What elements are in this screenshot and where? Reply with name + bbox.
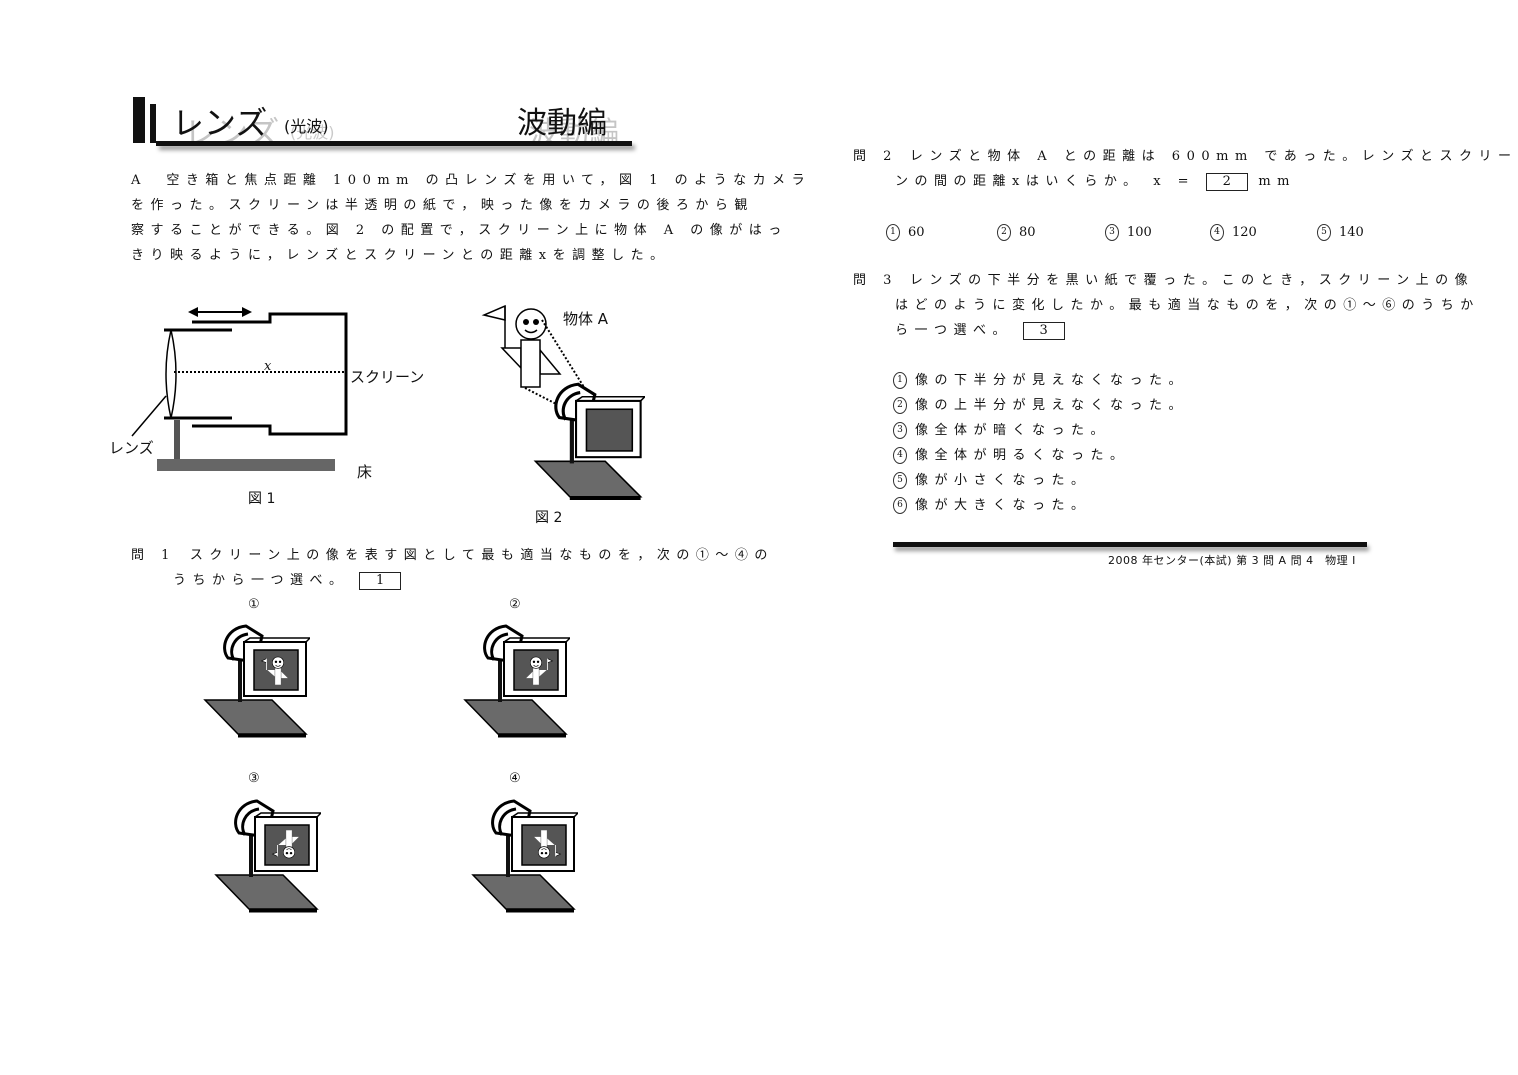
fig1-label-screen: スクリーン — [350, 368, 425, 386]
q3-choice[interactable]: 1 像の下半分が見えなくなった。 — [893, 368, 1188, 393]
figure-1-caption: 図 1 — [248, 491, 276, 507]
choice-text: 像全体が明るくなった。 — [915, 448, 1130, 463]
q1-number: 問 1 — [131, 548, 176, 563]
section-title: 波動編 — [517, 106, 607, 141]
title-rule — [156, 141, 632, 146]
choice-text: 像全体が暗くなった。 — [915, 423, 1111, 438]
q1-option-label: ④ — [509, 771, 521, 786]
choice-text: 像の下半分が見えなくなった。 — [915, 373, 1189, 388]
figure-2-caption: 図 2 — [535, 510, 563, 526]
q1-option-1-image[interactable] — [200, 620, 310, 740]
question-3: 問 3 レンズの下半分を黒い紙で覆った。このとき，スクリーン上の像 はどのように変… — [853, 268, 1480, 343]
fig2-label-object: 物体 A — [563, 310, 609, 328]
q1-option-2-image[interactable] — [460, 620, 570, 740]
choice-mark: 2 — [893, 397, 907, 414]
q3-answer-box[interactable]: 3 — [1022, 321, 1065, 340]
q3-choice[interactable]: 4 像全体が明るくなった。 — [893, 443, 1188, 468]
choice-mark: 5 — [893, 472, 907, 489]
q3-number: 問 3 — [853, 273, 898, 288]
fig1-label-x: x — [264, 359, 272, 374]
q2-choice[interactable]: 3 100 — [1105, 224, 1152, 241]
choice-text: 像が大きくなった。 — [915, 498, 1091, 513]
choice-text: 像が小さくなった。 — [915, 473, 1091, 488]
q2-choice[interactable]: 5 140 — [1317, 224, 1364, 241]
choice-mark: 2 — [997, 224, 1011, 241]
q1-text: スクリーン上の像を表す図として最も適当なものを，次の①〜④の — [189, 548, 774, 563]
question-1: 問 1 スクリーン上の像を表す図として最も適当なものを，次の①〜④の うちから一つ… — [131, 543, 774, 593]
choice-value: 100 — [1127, 225, 1152, 240]
q1-option-label: ② — [509, 597, 521, 612]
q1-answer-box[interactable]: 1 — [359, 571, 402, 590]
q3-choice-list: 1 像の下半分が見えなくなった。 2 像の上半分が見えなくなった。 3 像全体が暗くな… — [893, 368, 1188, 518]
choice-mark: 5 — [1317, 224, 1331, 241]
q3-choice[interactable]: 2 像の上半分が見えなくなった。 — [893, 393, 1188, 418]
q2-text: ンの間の距離xはいくらか。 x = — [895, 174, 1196, 189]
page-title: レンズ — [172, 104, 268, 142]
choice-mark: 4 — [1210, 224, 1224, 241]
fig1-label-floor: 床 — [357, 463, 373, 481]
q2-text: レンズと物体 A との距離は 600mm であった。レンズとスクリー — [909, 149, 1518, 164]
q2-choice[interactable]: 2 80 — [997, 224, 1036, 241]
choice-value: 60 — [908, 225, 925, 240]
choice-mark: 1 — [886, 224, 900, 241]
choice-value: 80 — [1019, 225, 1036, 240]
choice-mark: 3 — [1105, 224, 1119, 241]
q2-choice[interactable]: 1 60 — [886, 224, 925, 241]
choice-text: 像の上半分が見えなくなった。 — [915, 398, 1189, 413]
q1-option-label: ① — [248, 597, 260, 612]
footer-rule — [893, 542, 1367, 547]
q3-choice[interactable]: 3 像全体が暗くなった。 — [893, 418, 1188, 443]
choice-mark: 3 — [893, 422, 907, 439]
q3-text: ら一つ選べ。 — [895, 323, 1013, 338]
q2-answer-box[interactable]: 2 — [1205, 172, 1248, 191]
q1-option-3-image[interactable] — [211, 795, 321, 915]
choice-mark: 4 — [893, 447, 907, 464]
intro-line: きり映るように，レンズとスクリーンとの距離xを調整した。 — [131, 248, 670, 263]
q1-option-4-image[interactable] — [468, 795, 578, 915]
q3-text: レンズの下半分を黒い紙で覆った。このとき，スクリーン上の像 — [909, 273, 1475, 288]
choice-mark: 1 — [893, 372, 907, 389]
figure-1-camera-diagram — [131, 307, 348, 471]
choice-value: 140 — [1339, 225, 1364, 240]
title-bar-decoration — [133, 97, 145, 143]
figure-2-object-and-camera — [481, 304, 645, 500]
q2-choice[interactable]: 4 120 — [1210, 224, 1257, 241]
intro-paragraph: A 空き箱と焦点距離 100mm の凸レンズを用いて，図 1 のようなカメラ を… — [131, 168, 811, 268]
intro-line: を作った。スクリーンは半透明の紙で，映った像をカメラの後ろから観 — [131, 198, 754, 213]
q3-choice[interactable]: 5 像が小さくなった。 — [893, 468, 1188, 493]
q1-option-label: ③ — [248, 771, 260, 786]
q3-text: はどのように変化したか。最も適当なものを，次の①〜⑥のうちか — [895, 298, 1480, 313]
footer-source: 2008 年センター(本試) 第 3 問 A 問 4 物理 I — [1108, 554, 1356, 567]
q3-choice[interactable]: 6 像が大きくなった。 — [893, 493, 1188, 518]
q2-number: 問 2 — [853, 149, 898, 164]
choice-mark: 6 — [893, 497, 907, 514]
fig1-label-lens: レンズ — [109, 439, 154, 457]
page-subtitle: (光波) — [284, 117, 329, 136]
intro-line: 察することができる。図 2 の配置で，スクリーン上に物体 A の像がはっ — [131, 223, 788, 238]
title-bar-decoration — [150, 104, 156, 143]
q2-unit: mm — [1258, 174, 1296, 189]
question-2: 問 2 レンズと物体 A との距離は 600mm であった。レンズとスクリー ンの… — [853, 144, 1518, 194]
q1-text: うちから一つ選べ。 — [173, 573, 349, 588]
choice-value: 120 — [1232, 225, 1257, 240]
intro-line: A 空き箱と焦点距離 100mm の凸レンズを用いて，図 1 のようなカメラ — [131, 173, 812, 188]
